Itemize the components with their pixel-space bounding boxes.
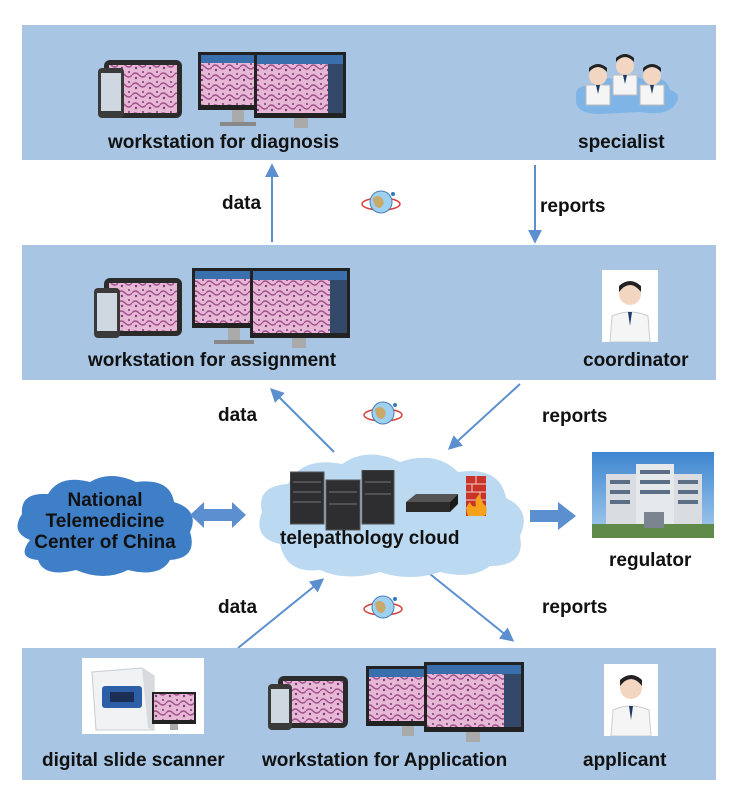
reports-label-mid: reports bbox=[542, 406, 608, 427]
national-center-label: National Telemedicine Center of China bbox=[34, 490, 176, 553]
digital-slide-scanner-icon bbox=[82, 658, 204, 734]
phone-icon bbox=[98, 68, 126, 120]
reports-arrow-mid bbox=[447, 383, 521, 450]
applicant-icon bbox=[604, 664, 658, 736]
monitor-icon bbox=[198, 52, 348, 132]
applicant-label: applicant bbox=[583, 750, 667, 771]
bidirectional-arrow-icon bbox=[190, 500, 246, 530]
data-arrow-bottom bbox=[237, 578, 325, 649]
right-arrow-icon bbox=[530, 502, 576, 530]
telepathology-cloud-label: telepathology cloud bbox=[280, 528, 460, 549]
data-label-mid: data bbox=[218, 405, 258, 426]
tablet-icon bbox=[278, 676, 350, 730]
coordinator-icon bbox=[602, 270, 658, 342]
data-label-bottom: data bbox=[218, 597, 258, 618]
firewall-icon bbox=[464, 472, 488, 518]
globe-icon bbox=[362, 397, 404, 431]
phone-icon bbox=[94, 288, 122, 340]
reports-label-bottom: reports bbox=[542, 597, 608, 618]
data-arrow-mid bbox=[270, 388, 335, 453]
monitor-icon bbox=[366, 662, 526, 746]
reports-arrow-bottom bbox=[429, 573, 515, 642]
reports-label-top: reports bbox=[540, 196, 606, 217]
regulator-label: regulator bbox=[609, 550, 692, 571]
data-label-top: data bbox=[222, 193, 262, 214]
coordinator-label: coordinator bbox=[583, 350, 689, 371]
national-center-cloud bbox=[10, 470, 200, 580]
regulator-building-icon bbox=[592, 452, 714, 538]
diagnosis-workstation-label: workstation for diagnosis bbox=[108, 132, 340, 153]
globe-icon bbox=[362, 591, 404, 625]
globe-icon bbox=[360, 186, 402, 220]
server-rack-icon bbox=[290, 470, 400, 532]
phone-icon bbox=[268, 684, 294, 732]
monitor-icon bbox=[192, 268, 352, 352]
application-workstation-label: workstation for Application bbox=[262, 750, 508, 771]
router-icon bbox=[404, 488, 460, 516]
specialist-group-icon bbox=[570, 46, 682, 116]
assignment-workstation-label: workstation for assignment bbox=[88, 350, 337, 371]
tablet-icon bbox=[104, 278, 184, 338]
specialist-label: specialist bbox=[578, 132, 665, 153]
scanner-label: digital slide scanner bbox=[42, 750, 225, 771]
